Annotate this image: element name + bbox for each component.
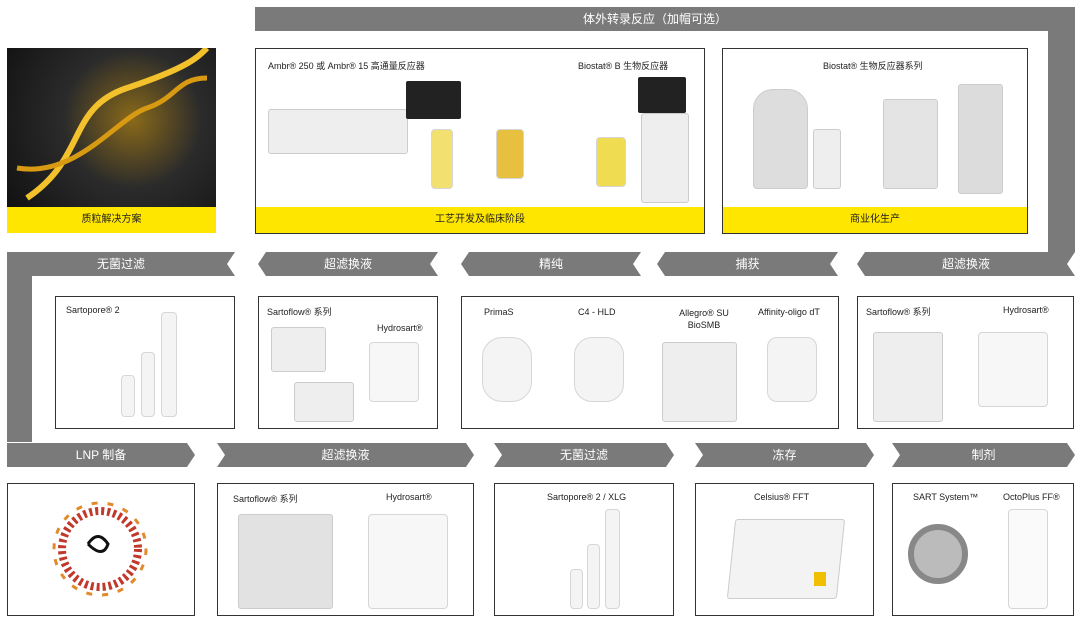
biosmb-device <box>662 342 737 422</box>
step-ultrafiltration: 超滤换液 <box>258 252 438 276</box>
process-dev-box: Ambr® 250 或 Ambr® 15 高通量反应器 Biostat® B 生… <box>255 48 705 234</box>
product-biostat-b: Biostat® B 生物反应器 <box>578 61 669 71</box>
product-label: Hydrosart® <box>377 323 423 333</box>
affinity-device <box>767 337 817 402</box>
bioreactor <box>753 89 808 189</box>
product-label: Hydrosart® <box>386 492 432 502</box>
biostat-screen <box>638 77 686 113</box>
filter-capsule <box>161 312 177 417</box>
product-label: Sartoflow® 系列 <box>866 307 931 317</box>
step-lnp: LNP 制备 <box>7 443 195 467</box>
step-formulation: 制剂 <box>892 443 1075 467</box>
step-polishing: 精纯 <box>461 252 641 276</box>
commercial-box: Biostat® 生物反应器系列 商业化生产 <box>722 48 1028 234</box>
product-label: OctoPlus FF® <box>1003 492 1060 502</box>
lnp-illustration <box>52 501 148 597</box>
biostat-device <box>641 113 689 203</box>
filter-capsule <box>141 352 155 417</box>
product-label: Sartopore® 2 <box>66 305 120 315</box>
primas-device <box>482 337 532 402</box>
filter-capsule <box>570 569 583 609</box>
hydrosart-cassette <box>368 514 448 609</box>
product-label: C4 - HLD <box>578 307 616 317</box>
product-label: Sartoflow® 系列 <box>233 494 298 504</box>
step-ultrafiltration-2: 超滤换液 <box>857 252 1075 276</box>
sartoflow-box-3: Sartoflow® 系列 Hydrosart® <box>217 483 474 616</box>
product-label: Sartoflow® 系列 <box>267 307 332 317</box>
product-label: Sartopore® 2 / XLG <box>547 492 627 502</box>
bioreactor <box>883 99 938 189</box>
step-capture: 捕获 <box>657 252 838 276</box>
sartopore-box: Sartopore® 2 <box>55 296 235 429</box>
filter-capsule <box>587 544 600 609</box>
step-sterile-filtration: 无菌过滤 <box>7 252 235 276</box>
filter-capsule <box>121 375 135 417</box>
product-label: Affinity-oligo dT <box>758 307 820 317</box>
filter-capsule <box>605 509 620 609</box>
vessel <box>496 129 524 179</box>
vessel <box>431 129 453 189</box>
product-ambr: Ambr® 250 或 Ambr® 15 高通量反应器 <box>268 61 425 71</box>
celsius-box: Celsius® FFT <box>695 483 874 616</box>
hydrosart-cassette <box>369 342 419 402</box>
celsius-bag <box>726 519 846 599</box>
ambr-screen <box>406 81 461 119</box>
polishing-box: PrimaS C4 - HLD Allegro® SU BioSMB Affin… <box>461 296 839 429</box>
sartoflow-device <box>294 382 354 422</box>
ambr-device <box>268 109 408 154</box>
sartoflow-device <box>271 327 326 372</box>
product-label: Hydrosart® <box>1003 305 1049 315</box>
product-label: Celsius® FFT <box>754 492 810 502</box>
c4-hld-device <box>574 337 624 402</box>
sartoflow-device <box>873 332 943 422</box>
caption-process-dev: 工艺开发及临床阶段 <box>256 207 704 233</box>
caption-plasmid: 质粒解决方案 <box>7 207 216 233</box>
product-label: Allegro® SU BioSMB <box>679 308 729 330</box>
lnp-box <box>7 483 195 616</box>
step-freezing: 冻存 <box>695 443 874 467</box>
bioreactor <box>958 84 1003 194</box>
sartoflow-device <box>238 514 333 609</box>
step-ultrafiltration-3: 超滤换液 <box>217 443 474 467</box>
caption-commercial: 商业化生产 <box>723 207 1027 233</box>
sartoflow-box-2: Sartoflow® 系列 Hydrosart® <box>857 296 1074 429</box>
sart-system-device <box>908 524 968 584</box>
formulation-box: SART System™ OctoPlus FF® <box>892 483 1074 616</box>
flow-title: 体外转录反应（加帽可选） <box>582 12 727 26</box>
vessel <box>596 137 626 187</box>
controller <box>813 129 841 189</box>
celsius-clip <box>814 572 826 586</box>
flow-band-top <box>255 7 1075 31</box>
flow-band-right <box>1048 7 1075 252</box>
step-sterile-filtration-2: 无菌过滤 <box>494 443 674 467</box>
sartoflow-box: Sartoflow® 系列 Hydrosart® <box>258 296 438 429</box>
product-label: PrimaS <box>484 307 514 317</box>
product-label: SART System™ <box>913 492 979 502</box>
plasmid-dna-image <box>7 45 216 207</box>
octoplus-manifold <box>1008 509 1048 609</box>
product-biostat-series: Biostat® 生物反应器系列 <box>823 61 923 71</box>
sartopore-box-2: Sartopore® 2 / XLG <box>494 483 674 616</box>
flow-band-left <box>7 252 32 442</box>
hydrosart-cassette <box>978 332 1048 407</box>
